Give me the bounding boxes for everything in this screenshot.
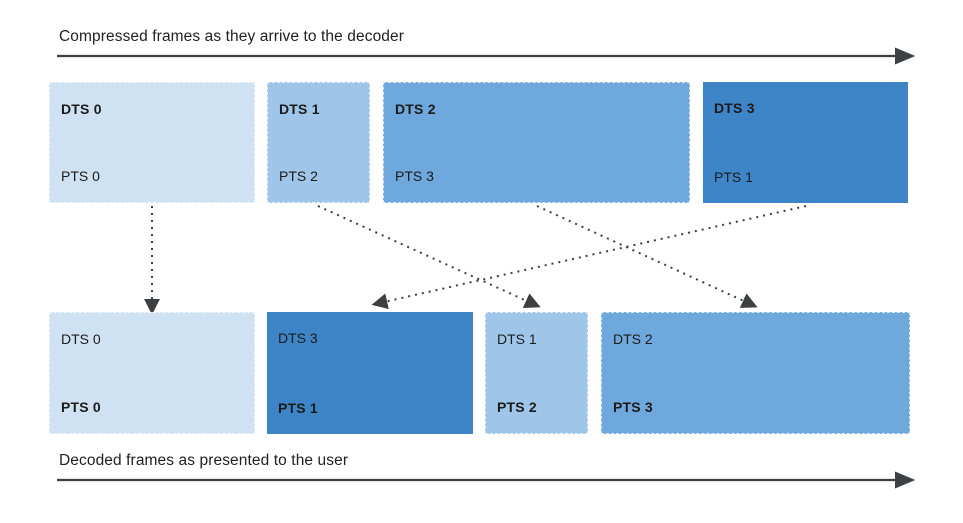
frame-dts-label: DTS 0 [61, 101, 102, 117]
frame-pts-label: PTS 2 [497, 399, 537, 415]
frame-dts-label: DTS 2 [613, 331, 653, 347]
frame-dts-label: DTS 3 [714, 100, 755, 116]
frame-dts-label: DTS 3 [278, 330, 318, 346]
frame-pts-label: PTS 3 [395, 168, 434, 184]
connector-dts1-to-pts2 [317, 205, 541, 308]
frame-box-presented-1: DTS 3 PTS 1 [267, 312, 473, 434]
decode-to-presentation-connectors [144, 205, 807, 315]
frame-box-presented-3: DTS 2 PTS 3 [601, 312, 910, 434]
frame-dts-label: DTS 1 [279, 101, 320, 117]
compressed-frames-label: Compressed frames as they arrive to the … [59, 28, 404, 45]
frame-box-decode-3: DTS 3 PTS 1 [703, 82, 908, 203]
decoded-frames-label: Decoded frames as presented to the user [59, 452, 349, 469]
frame-box-presented-0: DTS 0 PTS 0 [49, 312, 255, 434]
frame-box-decode-2: DTS 2 PTS 3 [383, 82, 690, 203]
frame-box-decode-0: DTS 0 PTS 0 [49, 82, 255, 203]
connector-dts2-to-pts3 [536, 205, 758, 308]
frame-pts-label: PTS 1 [278, 400, 318, 416]
frame-pts-label: PTS 1 [714, 169, 753, 185]
frame-pts-label: PTS 0 [61, 399, 101, 415]
frame-dts-label: DTS 0 [61, 331, 101, 347]
frame-pts-label: PTS 3 [613, 399, 653, 415]
frame-box-presented-2: DTS 1 PTS 2 [485, 312, 588, 434]
frame-box-decode-1: DTS 1 PTS 2 [267, 82, 370, 203]
frame-pts-label: PTS 2 [279, 168, 318, 184]
frame-dts-label: DTS 1 [497, 331, 537, 347]
connector-dts3-to-pts1 [371, 205, 807, 310]
frame-dts-label: DTS 2 [395, 101, 436, 117]
frame-pts-label: PTS 0 [61, 168, 100, 184]
